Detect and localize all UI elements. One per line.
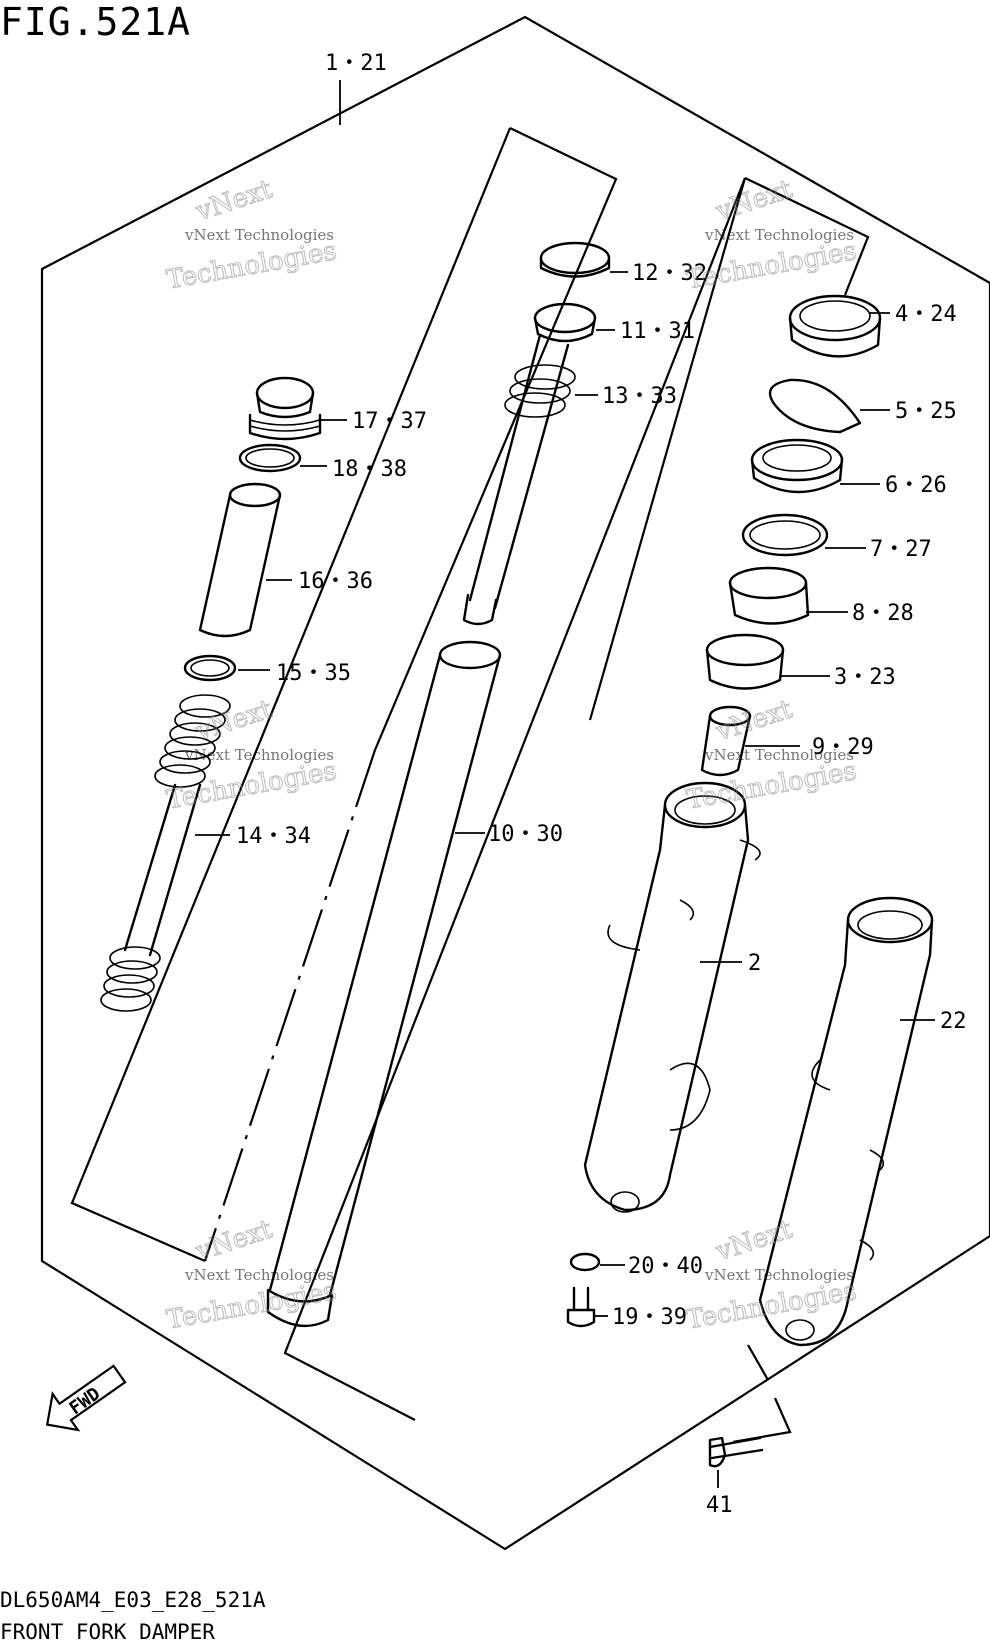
outer-tube-right-part [758, 896, 934, 1347]
watermark-text: vNext Technologies [184, 226, 334, 244]
circlip-part [768, 378, 862, 434]
callout-assembly: 1・21 [325, 51, 387, 76]
watermark-text: vNext [712, 694, 797, 747]
guide-bush-part [728, 566, 810, 625]
callout-41: 41 [706, 1493, 733, 1518]
watermark-text: vNext [192, 694, 277, 747]
watermark-text: Technologies [684, 236, 859, 295]
callout-17: 17・37 [352, 409, 427, 434]
o-ring-inner [245, 448, 295, 468]
dust-seal-part [788, 294, 882, 358]
callout-9: 9・29 [812, 735, 874, 760]
diagram-description: FRONT FORK DAMPER [0, 1620, 215, 1644]
callout-10: 10・30 [488, 822, 563, 847]
axle-pinch-bolt-part [708, 1436, 764, 1468]
fork-spring-part [100, 694, 231, 1012]
callout-6: 6・26 [885, 473, 947, 498]
drain-washer-part [569, 1252, 601, 1272]
watermark-text: Technologies [684, 756, 859, 815]
callout-15: 15・35 [276, 661, 351, 686]
oil-lock-piece-part [700, 705, 752, 777]
left-inner-frame [70, 127, 618, 1263]
callout-14: 14・34 [236, 824, 311, 849]
watermark-text: vNext [712, 1214, 797, 1267]
callout-5: 5・25 [895, 399, 957, 424]
watermark-text: vNext Technologies [184, 1266, 334, 1284]
callout-16: 16・36 [298, 569, 373, 594]
seal-washer-inner [749, 520, 821, 550]
callout-4: 4・24 [895, 302, 957, 327]
callout-7: 7・27 [870, 537, 932, 562]
diagram-code: DL650AM4_E03_E28_521A [0, 1588, 266, 1612]
fwd-direction-arrow: FWD [45, 1364, 127, 1432]
callout-11: 11・31 [620, 319, 695, 344]
spacer-tube-part [198, 482, 282, 638]
right-inner-frame [283, 177, 870, 1421]
watermark-text: vNext [192, 174, 277, 227]
bolt-link [732, 1344, 792, 1444]
callout-2: 2 [748, 951, 761, 976]
o-ring-part [238, 443, 302, 473]
callout-22: 22 [940, 1009, 967, 1034]
oil-seal-part [750, 438, 844, 494]
watermark-text: Technologies [164, 236, 339, 295]
assembly-outline [40, 15, 990, 1551]
watermark-text: vNext Technologies [704, 226, 854, 244]
callout-18: 18・38 [332, 457, 407, 482]
watermark-text: vNext Technologies [704, 1266, 854, 1284]
leader-lines [195, 80, 935, 1488]
stopper-ring-part [539, 241, 611, 278]
callout-3: 3・23 [834, 665, 896, 690]
watermarks: vNext Technologies vNext Technologies vN… [164, 174, 860, 1336]
callout-12: 12・32 [632, 261, 707, 286]
fork-cap-bolt-part [248, 376, 322, 441]
watermark-text: vNext Technologies [704, 746, 854, 764]
callout-20: 20・40 [628, 1254, 703, 1279]
watermark-text: vNext Technologies [184, 746, 334, 764]
slide-bush-part [705, 633, 785, 690]
inner-tube-part [266, 640, 502, 1328]
damper-bolt-part [566, 1286, 596, 1328]
callout-19: 19・39 [612, 1305, 687, 1330]
callout-labels: 1・21 12・32 11・31 13・33 17・37 18・38 16・36… [236, 51, 967, 1518]
damper-rod-part [462, 302, 597, 626]
outer-tube-left-part [583, 781, 761, 1213]
callout-8: 8・28 [852, 601, 914, 626]
washer-inner [190, 659, 230, 677]
watermark-text: vNext [192, 1214, 277, 1267]
seal-washer-part [741, 513, 829, 557]
figure-title: FIG.521A [0, 0, 192, 44]
callout-13: 13・33 [602, 384, 677, 409]
watermark-text: Technologies [164, 1276, 339, 1335]
washer-part [183, 654, 237, 682]
